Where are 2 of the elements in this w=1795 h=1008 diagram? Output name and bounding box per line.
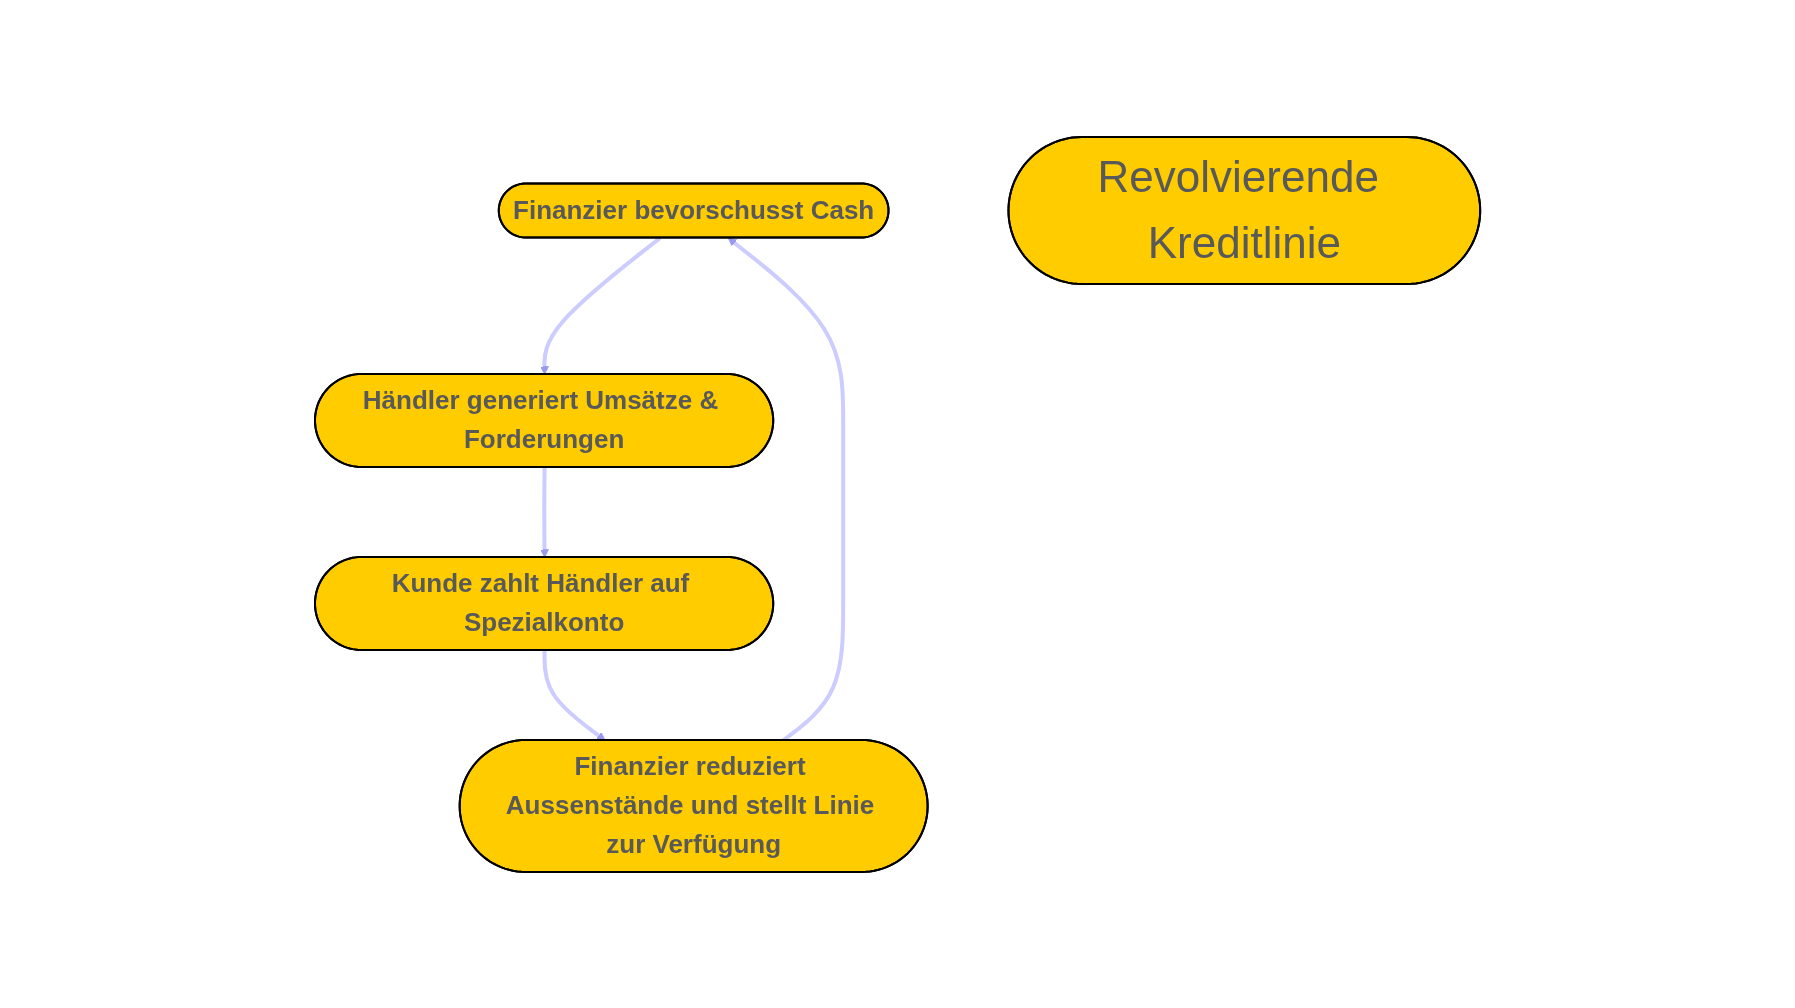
arrow bbox=[540, 466, 549, 558]
arrow bbox=[542, 649, 606, 741]
